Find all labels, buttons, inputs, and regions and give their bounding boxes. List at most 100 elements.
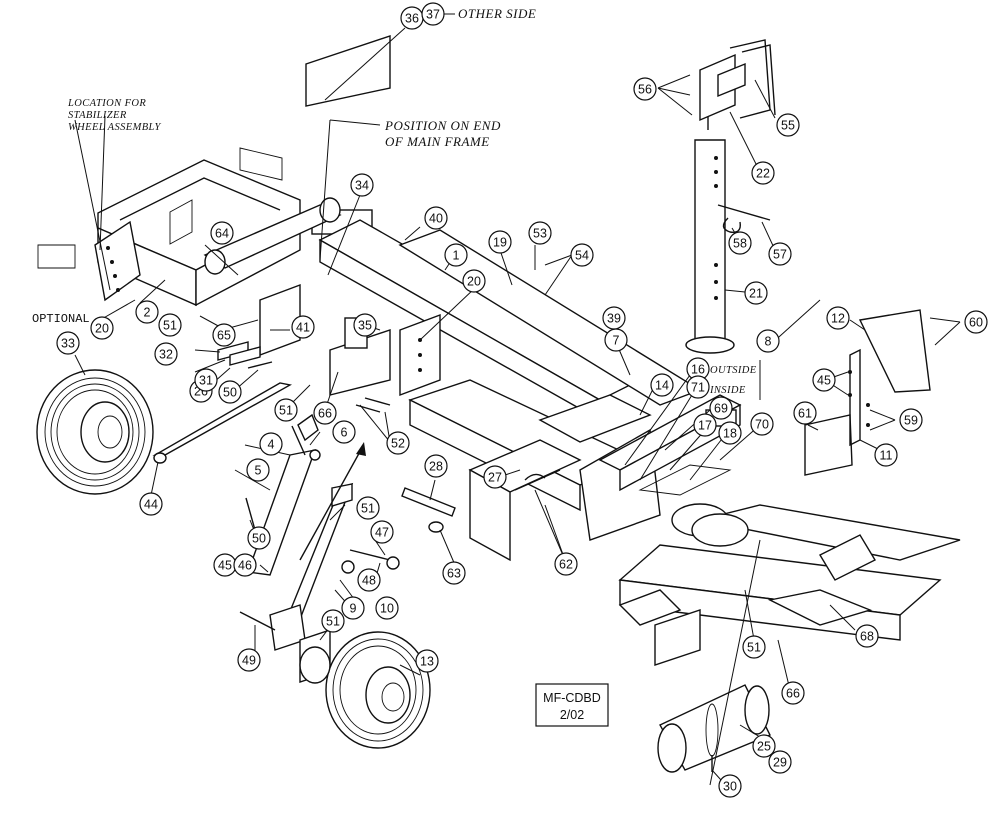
callout-circle xyxy=(718,774,742,798)
callout-label: 45 xyxy=(218,559,232,573)
axle-assembly xyxy=(152,283,441,464)
callout-c45a: 45 xyxy=(812,368,836,392)
callout-c29: 29 xyxy=(768,750,792,774)
callout-circle xyxy=(194,368,218,392)
callout-label: 20 xyxy=(467,275,481,289)
callout-c16: 16 xyxy=(686,357,710,381)
main-frame-left xyxy=(37,35,391,307)
callout-label: 30 xyxy=(723,780,737,794)
callout-circle xyxy=(899,408,923,432)
callout-circle xyxy=(341,596,365,620)
callout-circle xyxy=(421,2,445,26)
callout-c53: 53 xyxy=(528,221,552,245)
callout-c39: 39 xyxy=(602,306,626,330)
callout-label: 21 xyxy=(749,287,763,301)
callout-label: 58 xyxy=(733,237,747,251)
callout-c58: 58 xyxy=(728,231,752,255)
callout-c49: 49 xyxy=(237,648,261,672)
callout-c56: 56 xyxy=(633,77,657,101)
callout-circle xyxy=(633,77,657,101)
callout-circle xyxy=(776,113,800,137)
callout-label: 44 xyxy=(144,498,158,512)
callout-c37: 37 xyxy=(421,2,445,26)
callout-circle xyxy=(650,373,674,397)
callout-c34: 34 xyxy=(350,173,374,197)
callout-circle xyxy=(386,431,410,455)
callout-circle xyxy=(247,526,271,550)
callout-circle xyxy=(442,561,466,585)
callout-label: 35 xyxy=(358,319,372,333)
callout-c35: 35 xyxy=(353,313,377,337)
callout-label: 1 xyxy=(453,249,460,263)
callout-circle xyxy=(415,649,439,673)
callout-circle xyxy=(488,230,512,254)
callout-circle xyxy=(554,552,578,576)
callout-circle xyxy=(321,609,345,633)
callout-c20a: 20 xyxy=(90,316,114,340)
wheel-right xyxy=(299,631,431,749)
reference-box: MF-CDBD 2/02 xyxy=(535,683,609,727)
callout-circle xyxy=(781,681,805,705)
callout-circle xyxy=(259,432,283,456)
callout-label: 60 xyxy=(969,316,983,330)
callout-label: 70 xyxy=(755,418,769,432)
callout-circle xyxy=(752,734,776,758)
callout-circle xyxy=(793,401,817,425)
callout-label: 19 xyxy=(493,236,507,250)
callout-label: 51 xyxy=(279,404,293,418)
callout-label: 37 xyxy=(426,8,440,22)
callout-circle xyxy=(210,221,234,245)
callout-c46: 46 xyxy=(233,553,257,577)
callout-label: 52 xyxy=(391,437,405,451)
callout-circle xyxy=(246,458,270,482)
callout-c45b: 45 xyxy=(213,553,237,577)
callout-label: 51 xyxy=(163,319,177,333)
callout-label: 65 xyxy=(217,329,231,343)
callout-label: 69 xyxy=(714,402,728,416)
callout-c71: 71 xyxy=(686,375,710,399)
callout-c48: 48 xyxy=(357,568,381,592)
callout-circle xyxy=(218,380,242,404)
callout-circle xyxy=(744,281,768,305)
callout-label: 5 xyxy=(255,464,262,478)
callout-circle xyxy=(768,750,792,774)
callout-label: 68 xyxy=(860,630,874,644)
callout-c20b: 20 xyxy=(462,269,486,293)
callout-c36: 36 xyxy=(400,6,424,30)
callout-c51a: 51 xyxy=(158,313,182,337)
hitch-pins xyxy=(401,469,561,533)
callout-label: 17 xyxy=(698,419,712,433)
callout-c4: 4 xyxy=(259,432,283,456)
callout-label: 57 xyxy=(773,248,787,262)
callout-label: 47 xyxy=(375,526,389,540)
callout-c14: 14 xyxy=(650,373,674,397)
callout-label: 51 xyxy=(326,615,340,629)
callout-label: 2 xyxy=(144,306,151,320)
callout-label: 10 xyxy=(380,602,394,616)
callout-circle xyxy=(154,342,178,366)
callout-label: 64 xyxy=(215,227,229,241)
callout-circle xyxy=(462,269,486,293)
callout-c62: 62 xyxy=(554,552,578,576)
callout-c33: 33 xyxy=(56,331,80,355)
callout-c6: 6 xyxy=(332,420,356,444)
note-optional: OPTIONAL xyxy=(32,312,90,326)
callout-c27: 27 xyxy=(483,465,507,489)
callout-c55: 55 xyxy=(776,113,800,137)
callout-c9: 9 xyxy=(341,596,365,620)
note-position-line1: POSITION ON END xyxy=(384,118,501,133)
jack-stand xyxy=(685,39,776,354)
callout-circle xyxy=(964,310,988,334)
callout-label: 71 xyxy=(691,381,705,395)
callout-c52: 52 xyxy=(386,431,410,455)
callout-c5: 5 xyxy=(246,458,270,482)
callout-label: 28 xyxy=(429,460,443,474)
callout-label: 40 xyxy=(429,212,443,226)
callout-circle xyxy=(350,173,374,197)
callout-circle xyxy=(855,624,879,648)
callout-circle xyxy=(212,323,236,347)
callout-c69: 69 xyxy=(709,396,733,420)
callout-circle xyxy=(728,231,752,255)
callout-c2: 2 xyxy=(135,300,159,324)
